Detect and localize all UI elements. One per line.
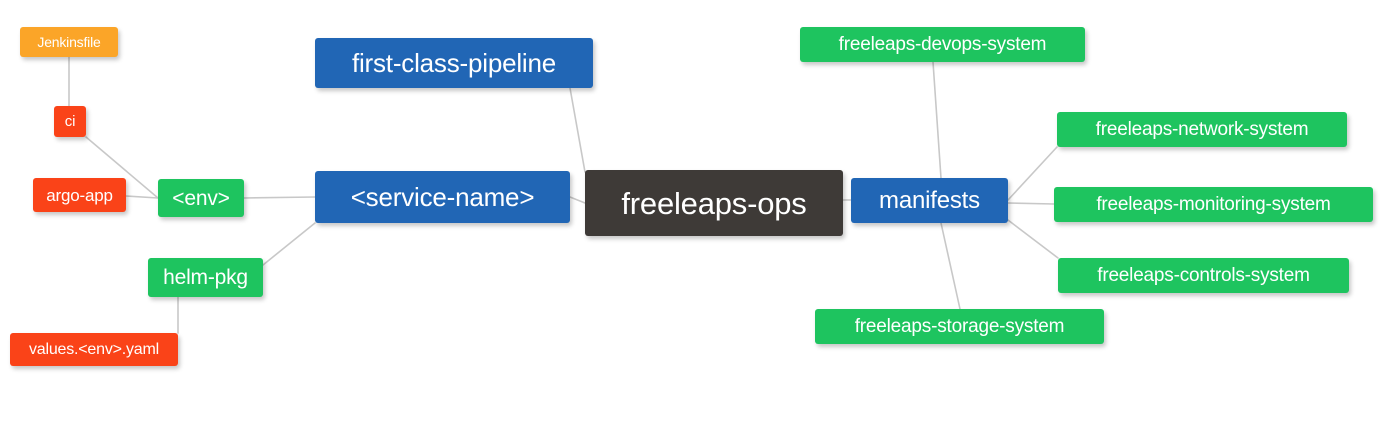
mindmap-node-label-manifests: manifests: [879, 186, 980, 214]
mindmap-node-label-ci: ci: [64, 113, 76, 130]
mindmap-node-label-values-yaml: values.<env>.yaml: [28, 340, 159, 358]
mindmap-node-helm-pkg[interactable]: helm-pkg: [148, 258, 263, 297]
mindmap-node-first-class-pipeline[interactable]: first-class-pipeline: [315, 38, 593, 88]
mindmap-node-root[interactable]: freeleaps-ops: [585, 170, 843, 236]
mindmap-node-label-env: <env>: [172, 186, 230, 210]
mindmap-node-label-jenkinsfile: Jenkinsfile: [37, 34, 101, 50]
mindmap-node-label-first-class-pipeline: first-class-pipeline: [351, 48, 557, 78]
mindmap-node-values-yaml[interactable]: values.<env>.yaml: [10, 333, 178, 366]
edge-env-argo-app: [125, 195, 159, 199]
mindmap-node-label-service-name: <service-name>: [350, 182, 535, 212]
edge-manifests-monitoring-system: [1007, 202, 1055, 205]
edge-service-name-helm-pkg: [262, 222, 316, 266]
mindmap-node-label-network-system: freeleaps-network-system: [1095, 119, 1309, 140]
mindmap-node-ci[interactable]: ci: [54, 106, 86, 137]
mindmap-node-label-storage-system: freeleaps-storage-system: [854, 316, 1065, 337]
mindmap-node-label-helm-pkg: helm-pkg: [163, 266, 248, 289]
mindmap-node-monitoring-system[interactable]: freeleaps-monitoring-system: [1054, 187, 1373, 222]
mindmap-node-env[interactable]: <env>: [158, 179, 244, 217]
mindmap-node-label-devops-system: freeleaps-devops-system: [838, 34, 1047, 55]
mindmap-node-controls-system[interactable]: freeleaps-controls-system: [1058, 258, 1349, 293]
edge-manifests-controls-system: [1007, 219, 1059, 259]
mindmap-node-network-system[interactable]: freeleaps-network-system: [1057, 112, 1347, 147]
mindmap-node-label-monitoring-system: freeleaps-monitoring-system: [1096, 194, 1331, 215]
mindmap-node-jenkinsfile[interactable]: Jenkinsfile: [20, 27, 118, 57]
edge-manifests-network-system: [1007, 146, 1058, 201]
mindmap-node-label-controls-system: freeleaps-controls-system: [1097, 265, 1310, 286]
mindmap-node-label-argo-app: argo-app: [46, 185, 113, 205]
edge-root-service-name: [569, 196, 586, 204]
mindmap-node-devops-system[interactable]: freeleaps-devops-system: [800, 27, 1085, 62]
edge-root-first-class-pipeline: [569, 87, 586, 173]
mindmap-node-argo-app[interactable]: argo-app: [33, 178, 126, 212]
edge-manifests-devops-system: [932, 61, 942, 179]
mindmap-node-service-name[interactable]: <service-name>: [315, 171, 570, 223]
mindmap-node-manifests[interactable]: manifests: [851, 178, 1008, 223]
edge-manifests-storage-system: [940, 222, 961, 310]
mindmap-node-label-root: freeleaps-ops: [621, 185, 807, 221]
edge-service-name-env: [243, 196, 316, 199]
mindmap-node-storage-system[interactable]: freeleaps-storage-system: [815, 309, 1104, 344]
